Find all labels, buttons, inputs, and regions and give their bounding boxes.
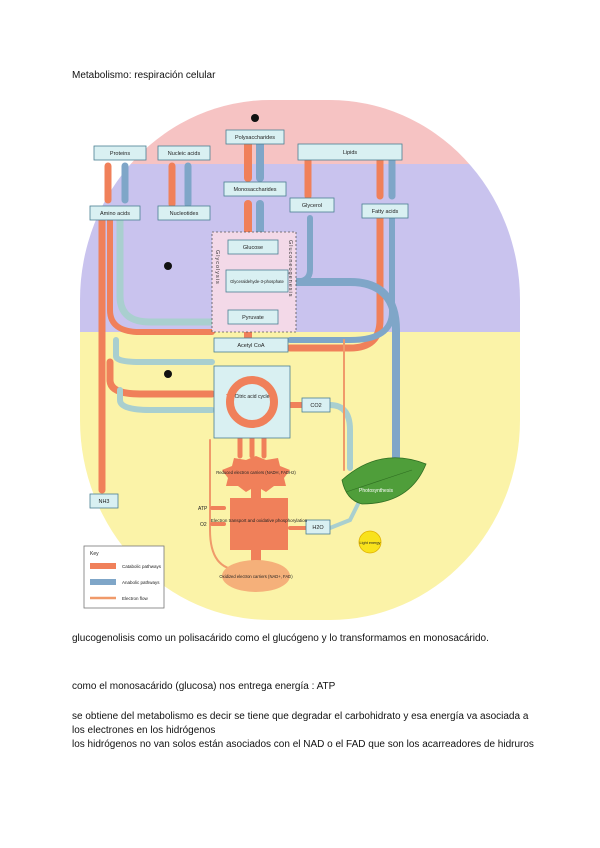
box-nucleotides: Nucleotides [157,205,211,221]
box-co2: CO2 [301,397,331,413]
box-lipids: Lipids [297,143,403,161]
gluconeogenesis-label: Gluconeogenesis [287,240,293,298]
svg-text:Acetyl CoA: Acetyl CoA [237,343,265,349]
stage2-band [80,164,520,332]
svg-text:CO2: CO2 [310,403,321,409]
svg-text:Lipids: Lipids [343,150,358,156]
arrow-fatty-acetyl [286,214,384,352]
svg-text:Light energy: Light energy [360,541,381,545]
photosynthesis-leaf: Photosynthesis [341,457,427,505]
svg-text:Proteins: Proteins [110,151,130,157]
svg-text:Fatty acids: Fatty acids [372,209,399,215]
arrow-amino-cycle-2 [117,387,215,413]
arrow-h2o-photo [328,498,362,530]
oxidized-carriers-oval: Oxidized electron carriers (NAD+, FAD) [219,560,293,592]
key-box: Key Catabolic pathways Anabolic pathways… [83,545,165,609]
paragraph-2: como el monosacárido (glucosa) nos entre… [72,681,336,692]
box-nh3: NH3 [89,493,119,509]
box-g3p: Glyceraldehyde-3-phosphate [225,269,289,293]
box-pyruvate: Pyruvate [227,309,279,325]
stage-marker-2 [164,262,172,270]
box-fatty-acids: Fatty acids [361,203,409,219]
box-proteins: Proteins [93,145,147,161]
svg-text:Anabolic pathways: Anabolic pathways [122,580,160,585]
box-nucleic-acids: Nucleic acids [157,145,211,161]
svg-text:Citric acid cycle: Citric acid cycle [235,394,270,400]
svg-text:Amino acids: Amino acids [100,211,130,217]
box-polysaccharides: Polysaccharides [225,129,285,145]
svg-text:Glyceraldehyde-3-phosphate: Glyceraldehyde-3-phosphate [230,279,284,284]
box-citric-acid-cycle: Citric acid cycle [213,365,291,439]
svg-text:Photosynthesis: Photosynthesis [359,488,393,494]
svg-text:Oxidized electron carriers (NA: Oxidized electron carriers (NAD+, FAD) [219,574,293,579]
svg-text:Electron flow: Electron flow [122,596,149,601]
svg-text:Catabolic pathways: Catabolic pathways [122,564,162,569]
glycolysis-label: Glycolysis [214,250,220,285]
paragraph-4: los hidrógenos no van solos están asocia… [72,739,534,750]
arrow-photo-g3p [292,278,400,472]
arrow-amino-acetyl [113,337,215,365]
light-energy-sun: Light energy [358,530,382,554]
box-glucose: Glucose [227,239,279,255]
svg-text:Glucose: Glucose [243,245,263,251]
page-title: Metabolismo: respiración celular [72,70,216,81]
arrow-amino-pyruvate [116,216,216,326]
arrow-amino-pyruvate-2 [107,217,215,335]
svg-text:Polysaccharides: Polysaccharides [235,135,275,141]
electron-transport-box: Electron transport and oxidative phospho… [211,498,308,550]
svg-text:Key: Key [90,551,99,557]
svg-text:Glycerol: Glycerol [302,203,322,209]
box-monosaccharides: Monosaccharides [223,181,287,197]
arrow-co2-photo [327,402,353,471]
box-amino-acids: Amino acids [89,205,141,221]
svg-text:Pyruvate: Pyruvate [242,315,264,321]
stage-marker-1 [251,114,259,122]
svg-text:Nucleic acids: Nucleic acids [168,151,201,157]
metabolism-diagram: Glycolysis Gluconeogenesis Proteins Nucl… [80,100,520,620]
svg-text:Reduced electron carriers (NAD: Reduced electron carriers (NADH, FADH2) [216,470,296,475]
reduced-carriers-burst: Reduced electron carriers (NADH, FADH2) [216,456,296,492]
svg-text:Nucleotides: Nucleotides [170,211,199,217]
svg-text:Electron transport and oxidati: Electron transport and oxidative phospho… [211,518,308,523]
o2-label: O2 [200,522,207,528]
svg-text:NH3: NH3 [98,499,109,505]
box-glycerol: Glycerol [289,197,335,213]
stage-marker-3 [164,370,172,378]
atp-label: ATP [198,506,208,512]
paragraph-1: glucogenolisis como un polisacárido como… [72,633,489,644]
svg-text:H2O: H2O [312,525,324,531]
paragraph-3: se obtiene del metabolismo es decir se t… [72,711,529,736]
box-acetyl-coa: Acetyl CoA [213,337,289,353]
svg-text:Monosaccharides: Monosaccharides [233,187,276,193]
box-h2o: H2O [305,519,331,535]
